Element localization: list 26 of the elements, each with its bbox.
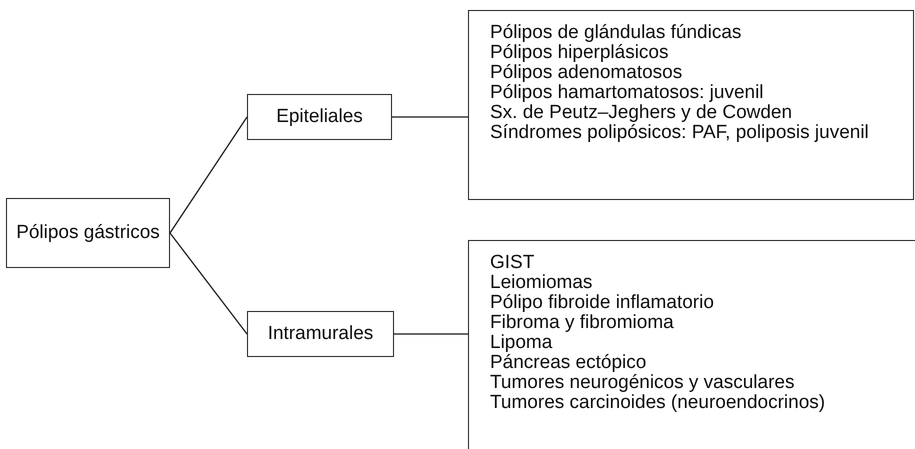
category-box	[247, 311, 394, 357]
category-box	[6, 198, 170, 268]
category-box	[247, 94, 392, 140]
list-item: Pólipo fibroide inflamatorio	[490, 293, 715, 313]
list-item: Fibroma y fibromioma	[490, 313, 675, 333]
connector-line	[392, 116, 468, 118]
list-box	[468, 10, 914, 200]
list-item: Pólipos adenomatosos	[490, 63, 684, 83]
list-item: Lipoma	[490, 333, 554, 353]
list-item: GIST	[490, 253, 536, 273]
connector-line	[169, 232, 248, 334]
list-item: Sx. de Peutz–Jeghers y de Cowden	[490, 103, 794, 123]
connector-line	[169, 116, 248, 234]
list-item: Tumores carcinoides (neuroendocrinos)	[490, 393, 826, 413]
list-item: Páncreas ectópico	[490, 353, 648, 373]
category-label: Epiteliales	[276, 107, 363, 127]
list-box	[468, 240, 915, 449]
list-item: Pólipos de glándulas fúndicas	[490, 23, 742, 43]
category-label: Pólipos gástricos	[16, 223, 160, 243]
list-item: Tumores neurogénicos y vasculares	[490, 373, 796, 393]
category-label: Intramurales	[268, 324, 374, 344]
connector-line	[394, 333, 468, 335]
list-item: Síndromes polipósicos: PAF, poliposis juvenil	[490, 123, 870, 143]
list-item: Pólipos hamartomatosos: juvenil	[490, 83, 765, 103]
list-item: Pólipos hiperplásicos	[490, 43, 670, 63]
list-item: Leiomiomas	[490, 273, 594, 293]
